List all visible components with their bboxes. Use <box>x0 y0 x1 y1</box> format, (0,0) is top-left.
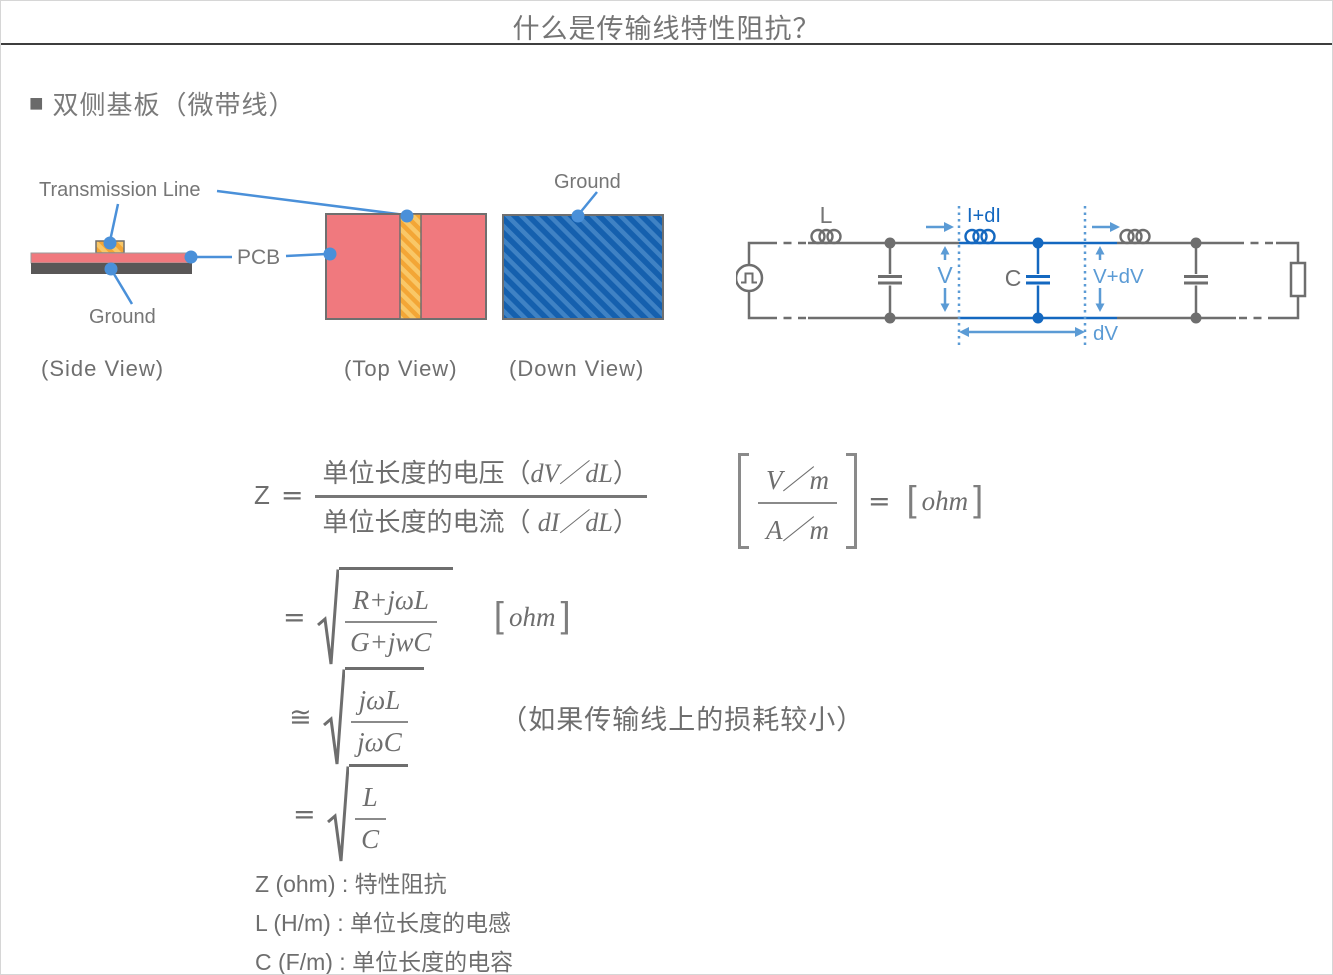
square-root: jωL jωC <box>323 667 425 767</box>
units-denominator: A／m <box>766 514 829 545</box>
legend-description: 特性阻抗 <box>354 871 447 897</box>
pulse-waveform-icon <box>741 272 757 284</box>
ohm-unit: [ohm] <box>906 478 984 519</box>
junction-dot <box>1190 312 1202 324</box>
junction-dot <box>884 312 896 324</box>
leader-line <box>216 189 406 217</box>
pcb-views-diagram: Transmission Line Ground PCB (Side View)… <box>30 171 664 381</box>
radicand-numerator: jωL <box>350 683 409 723</box>
denominator-math: dI／dL <box>537 508 613 537</box>
inductance-label: L <box>820 202 833 228</box>
radical-icon <box>317 567 339 667</box>
inductor-icon <box>1119 228 1135 245</box>
legend-item: Z (ohm) : 特性阻抗 <box>255 871 447 897</box>
capacitance-label: C <box>1005 265 1022 291</box>
right-bracket <box>846 453 857 549</box>
legend-symbol: L (H/m) <box>255 910 331 936</box>
ohm-unit: [ohm] <box>493 594 571 635</box>
radicand-numerator: L <box>354 780 386 820</box>
numerator-math: dV／dL <box>530 459 613 488</box>
leader-dot <box>571 209 585 223</box>
ground-side-label: Ground <box>89 306 156 328</box>
formula-line2: = R+jωL G+jwC [ohm] <box>272 567 575 667</box>
inductor-icon <box>964 228 980 245</box>
radical-icon <box>323 667 345 767</box>
junction-dot <box>1032 237 1044 249</box>
section-heading: ■ 双侧基板（微带线） <box>29 85 296 122</box>
formula-line3: ≅ jωL jωC （如果传输线上的损耗较小） <box>278 667 864 767</box>
approx-equals-sign: ≅ <box>289 701 312 733</box>
units-fraction: V／m A／m <box>758 456 837 547</box>
leader-dot <box>103 236 117 250</box>
voltage-label: V <box>937 262 953 288</box>
legend-description: 单位长度的电感 <box>349 910 511 936</box>
units-numerator: V／m <box>758 456 837 504</box>
title-divider <box>1 43 1332 45</box>
numerator-text: 单位长度的电压（ <box>322 458 531 488</box>
leader-line <box>108 203 120 242</box>
equals-sign: = <box>868 485 891 517</box>
left-bracket <box>738 453 749 549</box>
junction-dot <box>884 237 896 249</box>
top-view-trace-stripe <box>399 213 422 320</box>
legend-item: C (F/m) : 单位长度的电容 <box>255 949 514 975</box>
transmission-line-label: Transmission Line <box>39 179 201 201</box>
voltage-increment-label: V+dV <box>1093 265 1144 288</box>
annotation-arrows <box>926 225 1112 334</box>
formula-line1: Z = 单位长度的电压（dV／dL） 单位长度的电流（ dI／dL） <box>254 451 647 539</box>
radical-icon <box>327 764 349 864</box>
section-heading-label: 双侧基板（微带线） <box>52 90 296 120</box>
leader-line <box>578 191 598 215</box>
legend-symbol: Z (ohm) <box>255 871 336 897</box>
square-root: L C <box>327 764 408 864</box>
legend-symbol: C (F/m) <box>255 949 333 975</box>
current-increment-label: I+dI <box>967 205 1001 227</box>
radicand-numerator: R+jωL <box>344 583 437 623</box>
junction-dot <box>1190 237 1202 249</box>
down-view-caption: (Down View) <box>509 356 644 381</box>
units-expression: V／m A／m = [ohm] <box>738 453 988 549</box>
legend-description: 单位长度的电容 <box>352 949 514 975</box>
radicand-denominator: C <box>361 823 380 854</box>
square-root: R+jωL G+jwC <box>317 567 453 667</box>
delta-label: dV <box>1093 322 1118 345</box>
equals-sign: = <box>280 479 304 511</box>
pulse-source-icon <box>736 263 764 293</box>
top-view-caption: (Top View) <box>344 356 458 381</box>
low-loss-note: （如果传输线上的损耗较小） <box>500 704 865 735</box>
gray-wires <box>736 228 1307 320</box>
radicand-denominator: G+jwC <box>350 626 432 657</box>
side-view-caption: (Side View) <box>41 356 164 381</box>
junction-dot <box>1032 312 1044 324</box>
denominator-close: ） <box>612 507 639 537</box>
numerator-close: ） <box>612 458 639 488</box>
leader-dot <box>400 209 414 223</box>
main-fraction: 单位长度的电压（dV／dL） 单位长度的电流（ dI／dL） <box>314 451 647 539</box>
transmission-line-circuit: L I+dI V C V+dV dV <box>736 202 1307 345</box>
side-view-substrate <box>30 252 193 264</box>
denominator-text: 单位长度的电流（ <box>322 507 538 537</box>
equals-sign: = <box>293 798 316 830</box>
equals-sign: = <box>283 601 306 633</box>
leader-line <box>109 268 134 305</box>
inductor-icon <box>810 228 826 245</box>
arrowheads <box>940 222 1120 337</box>
leader-dot <box>323 247 337 261</box>
load-resistor-icon <box>1289 261 1307 298</box>
formula-line4: = L C <box>282 764 408 864</box>
down-view-ground-plane <box>502 214 664 320</box>
pcb-label: PCB <box>237 246 280 269</box>
radicand-denominator: jωC <box>357 726 402 757</box>
leader-dot <box>184 250 198 264</box>
ground-down-label: Ground <box>554 171 621 193</box>
leader-line <box>285 252 327 258</box>
legend-item: L (H/m) : 单位长度的电感 <box>255 910 511 936</box>
symbol-legend: Z (ohm) : 特性阻抗 L (H/m) : 单位长度的电感 C (F/m)… <box>255 865 514 975</box>
square-bullet-icon: ■ <box>29 89 45 117</box>
formula-lhs: Z <box>254 479 270 510</box>
page-title: 什么是传输线特性阻抗？ <box>512 14 821 44</box>
